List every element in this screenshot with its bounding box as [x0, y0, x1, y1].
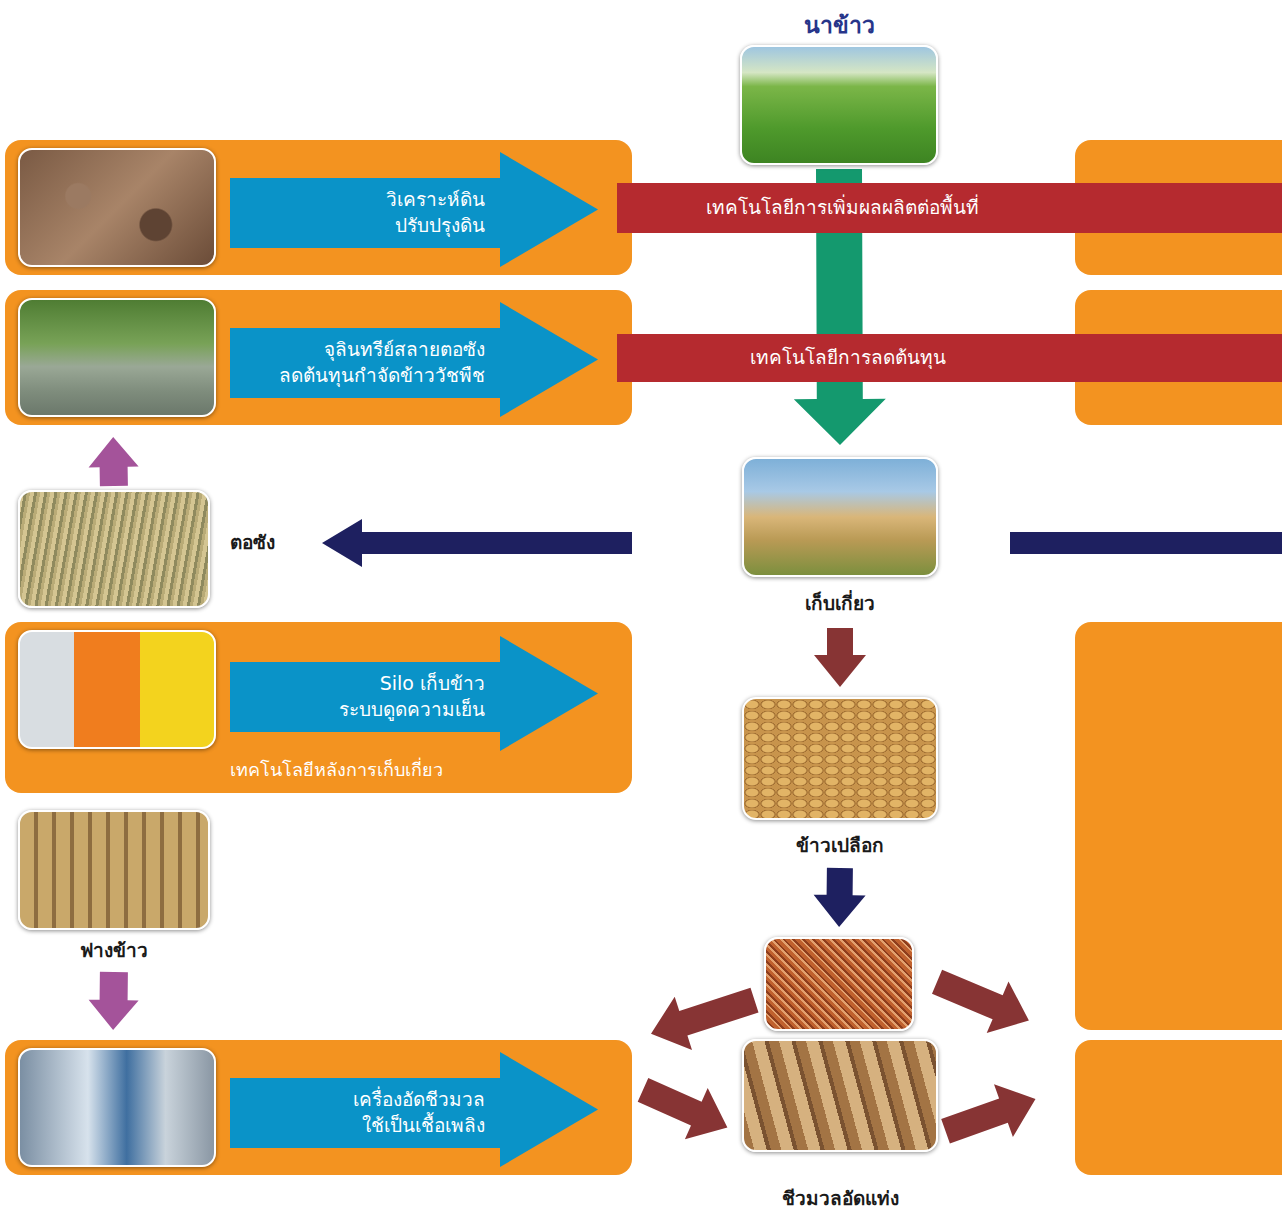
orange-panel: เครื่องอัดชีวมวล ใช้เป็นเชื้อเพลิง [5, 1040, 632, 1175]
orange-panel [1075, 622, 1282, 1030]
node-label: ตอซัง [230, 530, 275, 556]
photo-node [764, 937, 914, 1031]
photo [18, 630, 216, 749]
orange-panel: จุลินทรีย์สลายตอซัง ลดต้นทุนกำจัดข้าววัช… [5, 290, 632, 425]
photo [18, 810, 210, 930]
arrow-label: จุลินทรีย์สลายตอซัง ลดต้นทุนกำจัดข้าววัช… [279, 337, 485, 388]
photo-node: ข้าวเปลือก [742, 697, 938, 862]
text-line: Silo เก็บข้าว [339, 671, 485, 697]
photo [764, 937, 914, 1031]
photo [742, 1039, 938, 1152]
photo-node: ตอซัง [18, 490, 308, 608]
node-label: นาข้าว [804, 10, 875, 41]
arrow-label: วิเคราะห์ดิน ปรับปรุงดิน [386, 187, 485, 238]
arrow-label: Silo เก็บข้าว ระบบดูดความเย็น [339, 671, 485, 722]
photo [742, 457, 938, 577]
arrow-fill [230, 1052, 598, 1167]
red-band: เทคโนโลยีการลดต้นทุน [617, 334, 1282, 382]
flow-arrow [941, 1084, 1035, 1143]
node-label: เก็บเกี่ยว [805, 591, 875, 617]
flow-arrow [322, 519, 632, 567]
text-line: วิเคราะห์ดิน [386, 187, 485, 213]
red-band: เทคโนโลยีการเพิ่มผลผลิตต่อพื้นที่ [617, 183, 1282, 233]
photo [18, 490, 210, 608]
text-line: ใช้เป็นเชื้อเพลิง [353, 1113, 485, 1139]
arrow-fill [230, 152, 598, 267]
blue-arrow: Silo เก็บข้าว ระบบดูดความเย็น [230, 636, 598, 751]
flow-arrow [814, 868, 866, 927]
orange-panel: เทคโนโลยีหลังการเก็บเกี่ยว Silo เก็บข้าว … [5, 622, 632, 793]
photo [18, 1048, 216, 1167]
text-line: ลดต้นทุนกำจัดข้าววัชพืช [279, 363, 485, 389]
node-label: ฟางข้าว [80, 938, 148, 964]
flow-arrow [814, 628, 866, 687]
flow-bar [1010, 532, 1282, 554]
blue-arrow: วิเคราะห์ดิน ปรับปรุงดิน [230, 152, 598, 267]
node-label: ข้าวเปลือก [796, 833, 884, 859]
orange-panel [1075, 1040, 1282, 1175]
photo [18, 148, 216, 267]
photo [18, 298, 216, 417]
band-label: เทคโนโลยีการลดต้นทุน [750, 345, 946, 371]
photo-node: นาข้าว [740, 8, 938, 165]
arrow-label: เครื่องอัดชีวมวล ใช้เป็นเชื้อเพลิง [353, 1087, 485, 1138]
text-line: ปรับปรุงดิน [386, 213, 485, 239]
node-label: ชีวมวลอัดแท่ง [782, 1186, 899, 1212]
band-label: เทคโนโลยีการเพิ่มผลผลิตต่อพื้นที่ [706, 195, 979, 221]
flow-arrow [932, 970, 1029, 1033]
blue-arrow: จุลินทรีย์สลายตอซัง ลดต้นทุนกำจัดข้าววัช… [230, 302, 598, 417]
text-line: ระบบดูดความเย็น [339, 697, 485, 723]
arrow-fill [230, 302, 598, 417]
flow-arrow [651, 988, 759, 1050]
photo [742, 697, 938, 820]
blue-arrow: เครื่องอัดชีวมวล ใช้เป็นเชื้อเพลิง [230, 1052, 598, 1167]
orange-panel: วิเคราะห์ดิน ปรับปรุงดิน [5, 140, 632, 275]
text-line: เครื่องอัดชีวมวล [353, 1087, 485, 1113]
photo [740, 45, 938, 165]
photo-node: ชีวมวลอัดแท่ง [742, 1039, 938, 1214]
text-line: จุลินทรีย์สลายตอซัง [279, 337, 485, 363]
photo-node: ฟางข้าว [18, 810, 210, 968]
photo-node: เก็บเกี่ยว [742, 457, 938, 622]
node-label: เทคโนโลยีหลังการเก็บเกี่ยว [230, 758, 443, 782]
flow-arrow [89, 972, 139, 1030]
arrow-fill [230, 636, 598, 751]
flow-arrow [638, 1078, 728, 1139]
flow-arrow [89, 437, 139, 486]
